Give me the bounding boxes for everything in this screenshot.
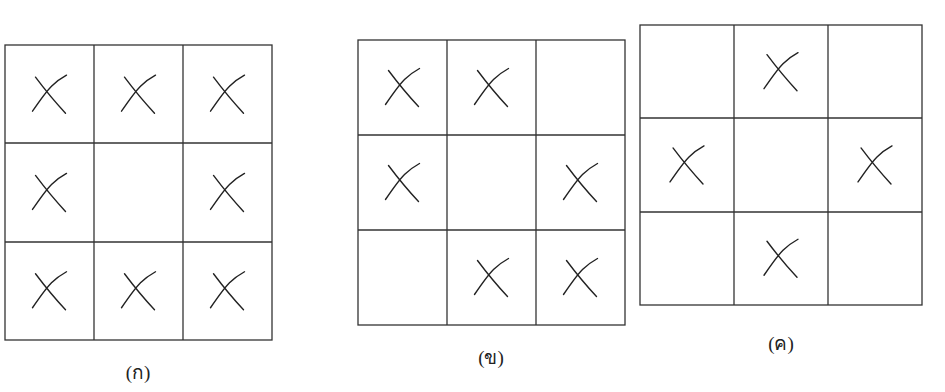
cross-mark [386,164,420,202]
cross-mark [122,75,156,113]
grid-line [733,25,734,305]
cross-mark [33,75,67,113]
cross-mark [33,173,67,211]
cross-mark [564,259,598,297]
cross-mark [386,69,420,107]
figure-label: (ข) [476,342,506,372]
cross-mark [211,75,245,113]
figure-label: (ก) [124,357,153,387]
grid-line [5,241,272,242]
grid-line [93,45,94,340]
grid-line [182,45,183,340]
grid-line [827,25,828,305]
grid-frame [5,45,272,340]
cross-mark [211,173,245,211]
grid-line [446,40,447,325]
grid-line [535,40,536,325]
grid-line [358,134,625,135]
cross-mark [122,272,156,310]
cross-mark [564,164,598,202]
grid-line [358,229,625,230]
grid-frame [640,25,922,305]
cross-mark [475,259,509,297]
grid-line [640,211,922,212]
grid-line [640,117,922,118]
cross-mark [211,272,245,310]
cross-mark [764,53,798,91]
cross-mark [858,146,892,184]
cross-mark [475,69,509,107]
cross-mark [764,239,798,277]
grid-frame [358,40,625,325]
cross-mark [670,146,704,184]
grid-line [5,142,272,143]
figure-label: (ค) [766,328,796,358]
cross-mark [33,272,67,310]
